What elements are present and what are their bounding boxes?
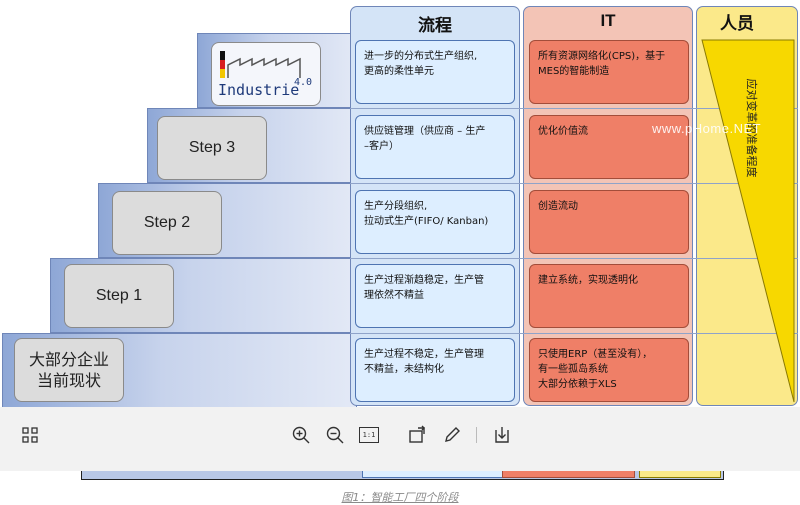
logo-superscript: 4.0 [294, 77, 313, 88]
edit-icon[interactable] [441, 424, 463, 446]
row-divider [350, 258, 798, 259]
flow-cell-text: 供应链管理（供应商 – 生产 –客户） [364, 126, 486, 152]
zoom-out-icon[interactable] [324, 424, 346, 446]
actual-size-frame: 1:1 [359, 427, 379, 443]
step-2-box: Step 2 [112, 191, 222, 255]
it-cell-3: 创造流动 [529, 190, 689, 254]
flow-cell-text: 生产过程渐趋稳定，生产管 理依然不精益 [364, 275, 484, 301]
factory-icon [220, 51, 301, 78]
it-cell-1: 所有资源网络化(CPS)，基于 MES的智能制造 [529, 40, 689, 104]
figure-caption: 图1：智能工厂四个阶段 [341, 491, 459, 504]
flow-cell-1: 进一步的分布式生产组织, 更高的柔性单元 [355, 40, 515, 104]
row-divider [350, 108, 798, 109]
it-cell-text: 建立系统，实现透明化 [538, 275, 638, 286]
logo-text: Industrie [218, 81, 300, 99]
zoom-in-icon[interactable] [290, 424, 312, 446]
strip-it-remnant [502, 471, 635, 478]
readiness-triangle [701, 39, 795, 403]
flow-cell-3: 生产分段组织, 拉动式生产(FIFO/ Kanban) [355, 190, 515, 254]
it-cell-5: 只使用ERP（甚至没有）， 有一些孤岛系统 大部分依赖于XLS [529, 338, 689, 402]
flow-cell-text: 生产分段组织, 拉动式生产(FIFO/ Kanban) [364, 201, 489, 227]
it-cell-text: 优化价值流 [538, 126, 588, 137]
it-cell-4: 建立系统，实现透明化 [529, 264, 689, 328]
rotate-icon[interactable] [407, 424, 429, 446]
toolbar-separator [476, 427, 477, 443]
column-header-flow: 流程 [418, 16, 452, 35]
flow-cell-4: 生产过程渐趋稳定，生产管 理依然不精益 [355, 264, 515, 328]
download-icon[interactable] [491, 424, 513, 446]
strip-people-remnant [639, 471, 721, 478]
current-state-label: 大部分企业 当前现状 [28, 350, 109, 390]
actual-size-button[interactable]: 1:1 [358, 424, 380, 446]
column-header-people: 人员 [720, 14, 754, 33]
it-cell-text: 创造流动 [538, 201, 578, 212]
actual-size-label: 1:1 [362, 431, 376, 439]
grid-view-icon[interactable] [19, 424, 41, 446]
step-1-box: Step 1 [64, 264, 174, 328]
row-divider [350, 183, 798, 184]
flow-cell-text: 生产过程不稳定，生产管理 不精益，未结构化 [364, 349, 484, 375]
it-cell-text: 只使用ERP（甚至没有）， 有一些孤岛系统 大部分依赖于XLS [538, 349, 653, 390]
row-divider [350, 333, 798, 334]
viewer-toolbar [0, 407, 800, 471]
flow-cell-2: 供应链管理（供应商 – 生产 –客户） [355, 115, 515, 179]
watermark: www.pHome.NET [652, 121, 762, 136]
underlying-image-strip [81, 471, 724, 480]
flow-cell-5: 生产过程不稳定，生产管理 不精益，未结构化 [355, 338, 515, 402]
step-3-box: Step 3 [157, 116, 267, 180]
it-cell-text: 所有资源网络化(CPS)，基于 MES的智能制造 [538, 51, 666, 77]
column-header-it: IT [600, 11, 616, 30]
current-state-box: 大部分企业 当前现状 [14, 338, 124, 402]
flow-cell-text: 进一步的分布式生产组织, 更高的柔性单元 [364, 51, 478, 77]
strip-flow-remnant [362, 471, 517, 478]
it-cell-2: 优化价值流 [529, 115, 689, 179]
industrie-logo: Industrie 4.0 [211, 42, 321, 106]
